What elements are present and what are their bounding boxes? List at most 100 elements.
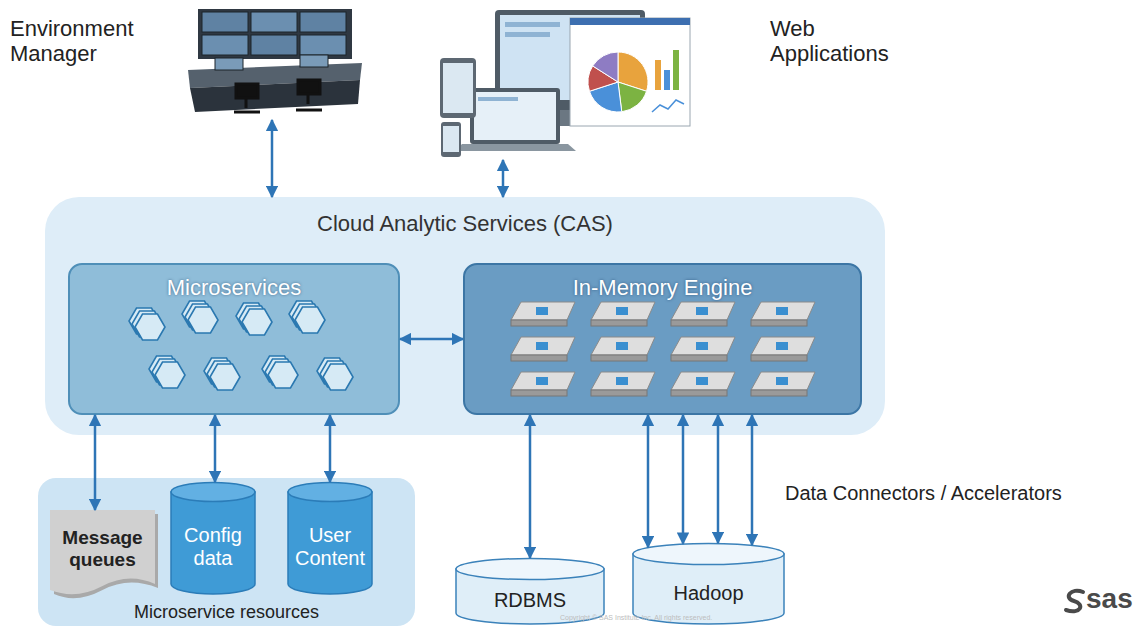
- devices-illustration-part: [500, 15, 640, 100]
- microservice-icons-part: [188, 307, 218, 333]
- copyright-note-holder: Copyright © SAS Institute Inc. All right…: [560, 614, 712, 622]
- devices-illustration-part: [440, 58, 476, 118]
- sas-logo-swoosh-part: [1066, 591, 1083, 612]
- microservice-icons-part: [320, 361, 350, 387]
- server-icons-part: [751, 390, 807, 396]
- server-icons-part: [591, 320, 647, 326]
- server-icons-part: [671, 390, 727, 396]
- server-icons-part: [591, 390, 647, 396]
- data-cylinder: Config data: [170, 482, 256, 595]
- logo-text-holder: sas: [1086, 583, 1133, 615]
- double-arrow: [751, 415, 754, 545]
- control-desk-illustration-part: [234, 84, 260, 112]
- server-icons-part: [536, 377, 548, 385]
- devices-illustration: [440, 10, 690, 157]
- node-text: Config data: [174, 524, 252, 570]
- microservice-icons-part: [265, 359, 295, 385]
- devices-illustration-part: [474, 92, 556, 140]
- microservice-icons-part: [242, 309, 272, 335]
- devices-illustration-part: [655, 60, 661, 90]
- pie-chart-icon-part: [588, 66, 618, 91]
- server-icons: [511, 302, 815, 396]
- devices-illustration-part: [652, 100, 684, 112]
- cylinder-body: [288, 492, 372, 594]
- control-desk-illustration-part: [251, 35, 297, 55]
- microservice-icons-part: [239, 306, 269, 332]
- microservice-icons-part: [132, 311, 162, 337]
- server-icons-part: [751, 320, 807, 326]
- microservice-icons-part: [292, 304, 322, 330]
- control-desk-illustration-part: [296, 80, 322, 110]
- connector-caption: Data Connectors / Accelerators: [785, 482, 1062, 505]
- server-icons-part: [511, 320, 567, 326]
- server-icons-part: [536, 342, 548, 350]
- devices-illustration-part: [443, 63, 473, 113]
- microservice-icons-part: [129, 308, 159, 334]
- control-desk-illustration-part: [202, 12, 248, 32]
- server-icons-part: [751, 302, 815, 320]
- node-text: Microservice resources: [134, 602, 319, 623]
- pie-chart-icon-part: [618, 52, 648, 91]
- cylinder-top: [456, 559, 604, 580]
- queue-document: Message queues: [50, 510, 155, 596]
- server-icons-part: [751, 355, 807, 361]
- microservice-icons-part: [185, 304, 215, 330]
- server-icons-part: [591, 302, 655, 320]
- devices-illustration-part: [455, 144, 576, 151]
- node-text: Environment Manager: [10, 16, 155, 67]
- document-shape: [50, 510, 155, 594]
- desk-node: Environment Manager: [185, 8, 360, 120]
- pie-chart-icon-part: [589, 82, 621, 112]
- server-icons-part: [511, 302, 575, 320]
- cylinder-top: [633, 544, 784, 565]
- server-icons-part: [776, 307, 788, 315]
- microservice-icons-part: [289, 301, 319, 327]
- pie-chart-icon-part: [593, 52, 618, 82]
- double-arrow: [529, 415, 532, 558]
- server-icons-part: [751, 372, 815, 390]
- devices-illustration-part: [673, 50, 679, 90]
- control-desk-illustration-part: [300, 12, 346, 32]
- node-text: Cloud Analytic Services (CAS): [317, 211, 613, 236]
- database-cylinder: Hadoop: [632, 543, 785, 625]
- server-icons-part: [696, 307, 708, 315]
- cylinder-body: [171, 492, 255, 594]
- node-text: Web Applications: [770, 16, 920, 67]
- server-icons-part: [591, 372, 655, 390]
- data-cylinder: User Content: [287, 482, 373, 595]
- control-desk-illustration-part: [188, 63, 362, 88]
- node-text: Hadoop: [636, 582, 781, 605]
- resource-band: Microservice resources Message queues Conf…: [38, 478, 415, 626]
- node-text: User Content: [291, 524, 369, 570]
- engine-box: In-Memory Engine: [463, 263, 862, 415]
- devices-illustration-part: [570, 18, 690, 25]
- server-icons-part: [696, 377, 708, 385]
- microservice-icons-part: [152, 359, 182, 385]
- cas-band: Cloud Analytic Services (CAS) Microservic…: [45, 197, 885, 435]
- microservice-icons-part: [207, 361, 237, 387]
- microservice-icons-part: [262, 356, 292, 382]
- microservice-icons-part: [268, 362, 298, 388]
- server-icons-part: [751, 337, 815, 355]
- server-icons-part: [591, 337, 655, 355]
- server-icons-part: [591, 355, 647, 361]
- service-box: Microservices: [68, 263, 400, 415]
- devices-illustration-part: [478, 97, 518, 101]
- control-desk-illustration-part: [300, 35, 346, 55]
- server-icons-part: [671, 355, 727, 361]
- devices-illustration-part: [545, 110, 595, 126]
- node-text: RDBMS: [459, 589, 601, 612]
- server-icons-part: [511, 390, 567, 396]
- devices-illustration-part: [570, 18, 690, 126]
- microservice-icons-part: [204, 358, 234, 384]
- sas-logo-swoosh: [1066, 591, 1083, 612]
- connector-caption-holder: Data Connectors / Accelerators: [785, 482, 1062, 505]
- server-icons-part: [616, 342, 628, 350]
- control-desk-illustration: [188, 9, 362, 112]
- double-arrow: [682, 415, 685, 544]
- control-desk-illustration-part: [190, 80, 360, 112]
- devices-illustration-part: [443, 126, 459, 152]
- cylinder-top: [171, 483, 255, 502]
- devices-illustration-part: [495, 10, 645, 110]
